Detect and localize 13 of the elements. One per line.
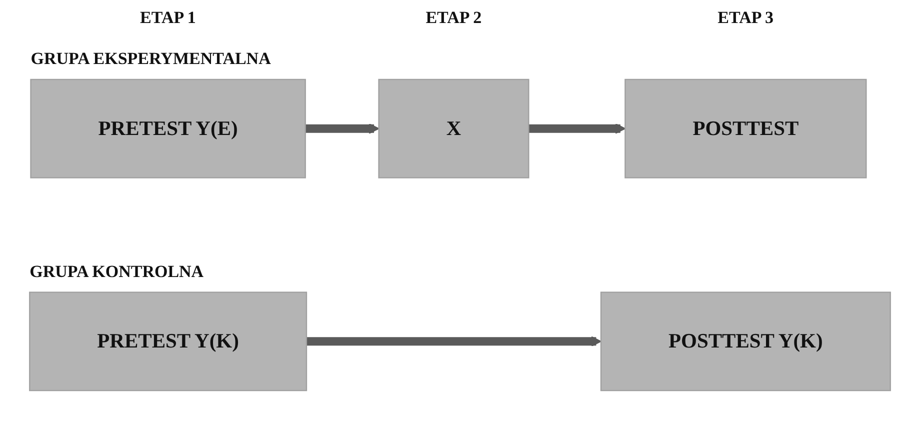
node-box: POSTTEST (624, 78, 867, 178)
column-heading: ETAP 3 (718, 8, 774, 28)
row-heading: GRUPA EKSPERYMENTALNA (30, 49, 271, 70)
node-box: X (378, 78, 530, 178)
node-box: PRETEST Y(K) (29, 292, 308, 392)
node-box: PRETEST Y(E) (30, 78, 306, 178)
column-heading: ETAP 2 (426, 8, 482, 28)
row-heading: GRUPA KONTROLNA (30, 262, 204, 282)
column-heading: ETAP 1 (140, 8, 196, 28)
arrow (306, 336, 602, 347)
arrow (528, 123, 626, 134)
node-box: POSTTEST Y(K) (600, 292, 891, 392)
arrow (305, 123, 380, 134)
